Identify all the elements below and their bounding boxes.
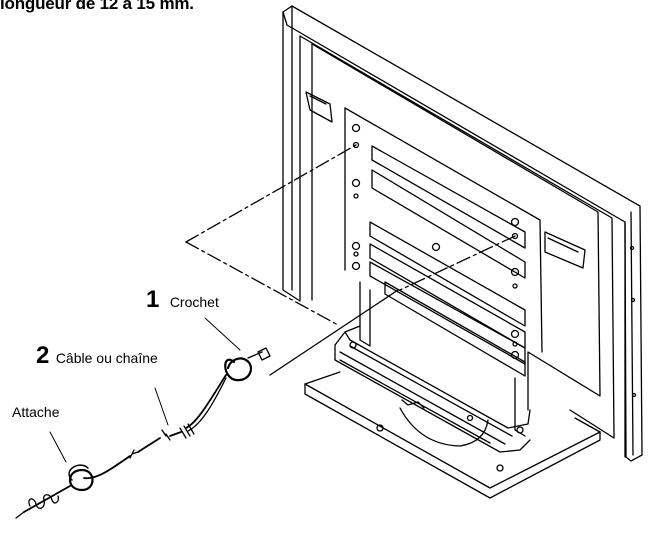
tv-vent-slots — [369, 145, 526, 377]
leader-lines — [185, 144, 516, 326]
tv-handles — [305, 91, 586, 269]
clamp-part — [15, 455, 131, 519]
tv-back-frame — [282, 5, 643, 462]
callout-cable: 2 Câble ou chaîne — [36, 344, 158, 368]
callout-label: Attache — [12, 404, 60, 420]
callout-leaders — [49, 317, 241, 463]
callout-number: 1 — [146, 286, 160, 313]
instruction-text-fragment: longueur de 12 à 15 mm. — [0, 0, 194, 13]
cable-part — [129, 374, 227, 459]
callout-number: 2 — [36, 342, 50, 369]
hook-part — [224, 289, 399, 382]
tv-screw-holes — [351, 123, 637, 398]
callout-hook: 1 Crochet — [146, 288, 219, 312]
callout-clamp: Attache — [12, 404, 59, 422]
callout-label: Crochet — [169, 294, 219, 310]
tv-stand — [304, 281, 601, 499]
callout-label: Câble ou chaîne — [55, 350, 158, 366]
